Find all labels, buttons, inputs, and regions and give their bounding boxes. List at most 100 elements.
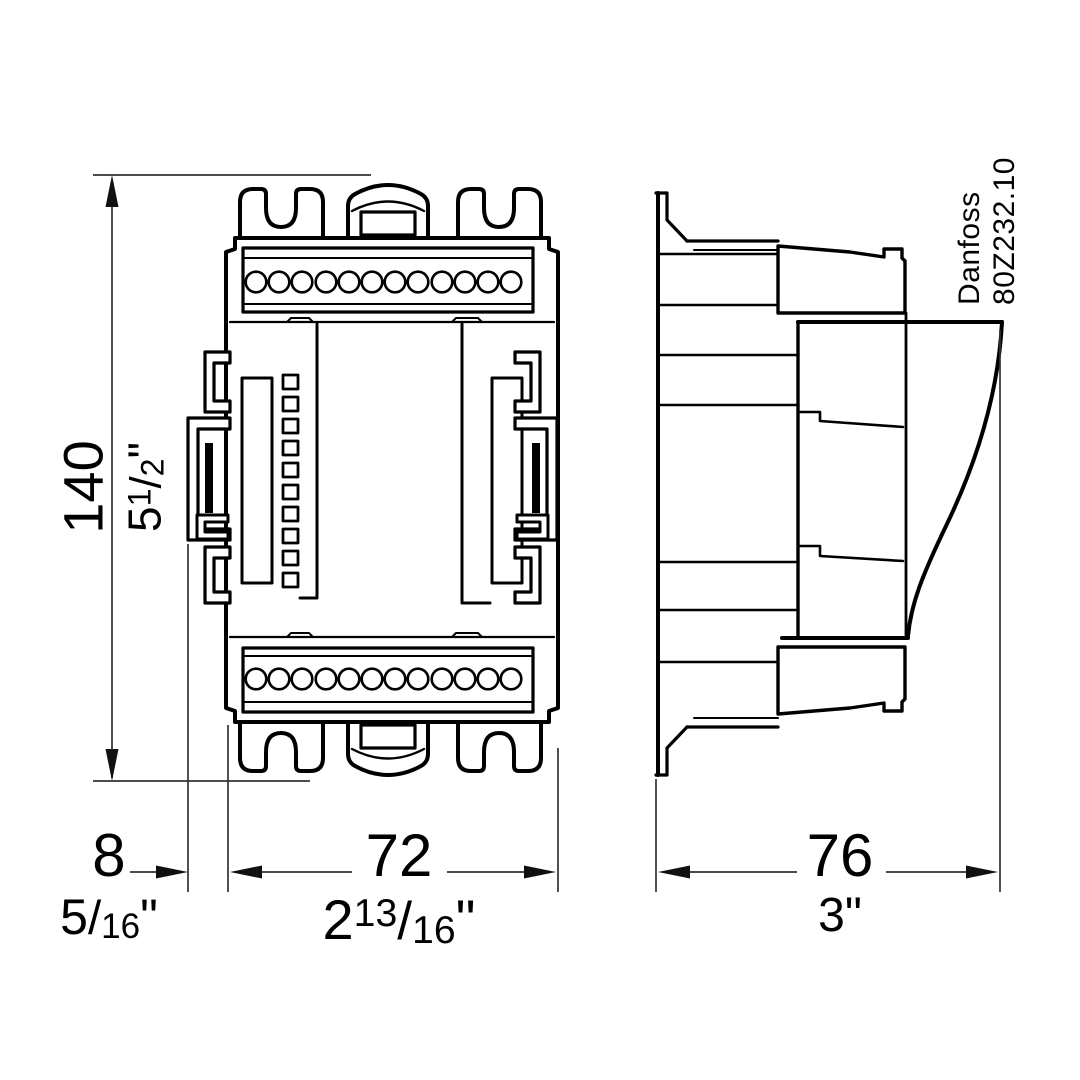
din-clip-top (203, 350, 232, 414)
height-inch-slash: / (121, 476, 171, 489)
terminal-screw (499, 667, 523, 691)
din-clips-right (513, 350, 559, 605)
clip-mm-value: 8 (92, 822, 126, 889)
top-left-ear (238, 187, 325, 240)
side-back-bottom-chamfer (654, 725, 689, 777)
dimension-height-label: 140 51/2" (51, 440, 171, 534)
led-window (281, 461, 300, 479)
terminal-screw (476, 667, 500, 691)
height-inch-whole: 5 (118, 506, 171, 532)
side-view-drawing (654, 191, 1004, 777)
arrowhead-right (156, 865, 188, 879)
top-center-tab (346, 183, 430, 240)
clip-inch-slash: / (87, 892, 102, 945)
arrowhead-right (966, 865, 998, 879)
dimension-lines (93, 174, 1001, 892)
din-clip-hook (515, 513, 550, 541)
side-step-detail-upper (796, 410, 905, 429)
din-clip-top (513, 350, 542, 414)
width-inch-denominator: 16 (412, 908, 456, 952)
side-terminal-block-bottom (776, 645, 907, 716)
bottom-center-tab-window (359, 723, 417, 750)
depth-mm-value: 76 (806, 822, 874, 889)
bottom-center-tab (346, 720, 430, 777)
terminal-screws-bottom-row (244, 667, 523, 691)
din-clip-bottom (513, 545, 542, 605)
terminal-screw (430, 667, 454, 691)
bottom-center-tab-inner-arch (350, 747, 426, 760)
din-clips-left (186, 350, 232, 605)
terminal-screw (453, 270, 477, 294)
width-inch-whole: 2 (322, 888, 354, 951)
bottom-left-ear (238, 720, 325, 773)
arrowhead-left (658, 865, 690, 879)
width-inch-numerator: 13 (353, 892, 398, 936)
dimension-width-label: 72 213/16" (322, 826, 475, 951)
side-cover-curve (906, 320, 1004, 638)
led-window (281, 549, 300, 567)
terminal-screw (406, 667, 430, 691)
top-right-ear (456, 187, 543, 240)
led-window (281, 439, 300, 457)
top-center-tab-inner-arch (350, 200, 426, 213)
terminal-screw (267, 667, 291, 691)
led-window (281, 505, 300, 523)
clip-inch-denominator: 16 (101, 906, 141, 946)
din-clip-middle (513, 416, 559, 542)
terminal-screw (383, 270, 407, 294)
din-clip-bottom (203, 545, 232, 605)
side-step-detail-lower (796, 544, 905, 563)
depth-inch-mark: " (844, 889, 862, 942)
height-inch-mark: " (118, 442, 171, 459)
terminal-screw (360, 270, 384, 294)
height-inch-numerator: 1 (121, 488, 158, 507)
clip-inch-value: 5/16" (60, 889, 158, 946)
clip-inch-mark: " (140, 889, 158, 945)
mid-bottom-bumps (286, 632, 483, 638)
mid-top-bumps (286, 317, 483, 323)
led-window (281, 395, 300, 413)
arrowhead-left (230, 865, 262, 879)
terminal-screw (244, 667, 268, 691)
terminal-screw (453, 667, 477, 691)
terminal-screw (267, 270, 291, 294)
width-inch-value: 213/16" (322, 892, 475, 951)
width-inch-slash: / (397, 892, 413, 951)
led-window (281, 373, 300, 391)
led-window (281, 417, 300, 435)
din-clip-slot (532, 443, 540, 513)
terminal-screw (360, 667, 384, 691)
din-clip-middle (186, 416, 232, 542)
led-window (281, 483, 300, 501)
mid-divider-left (298, 322, 319, 600)
front-left-panel (240, 376, 274, 585)
terminal-screw (337, 270, 361, 294)
front-view-drawing (186, 183, 560, 777)
titleblock: Danfoss 80Z232.10 (952, 157, 1022, 305)
arrowhead-right (524, 865, 556, 879)
side-housing-ribs (658, 252, 799, 664)
terminal-screw (290, 270, 314, 294)
terminal-screw (383, 667, 407, 691)
dimension-clip-label: 8 5/16" (60, 822, 158, 946)
brand-name: Danfoss (953, 191, 986, 305)
depth-inch-value: 3" (807, 892, 874, 940)
din-clip-hook (195, 513, 230, 541)
height-inch-denominator: 2 (134, 458, 171, 477)
terminal-screw (337, 667, 361, 691)
side-terminal-block-top (776, 244, 907, 315)
led-window (281, 527, 300, 545)
terminal-screw (499, 270, 523, 294)
drawing-number: 80Z232.10 (988, 157, 1021, 305)
terminal-screw (290, 667, 314, 691)
terminal-screw (314, 270, 338, 294)
dimension-depth-label: 76 3" (807, 826, 874, 940)
led-window (281, 571, 300, 589)
bottom-right-ear (456, 720, 543, 773)
front-body-outline (224, 236, 560, 724)
mid-divider-right (460, 322, 492, 605)
arrowhead-down (105, 749, 119, 781)
height-mm-value: 140 (51, 440, 115, 534)
